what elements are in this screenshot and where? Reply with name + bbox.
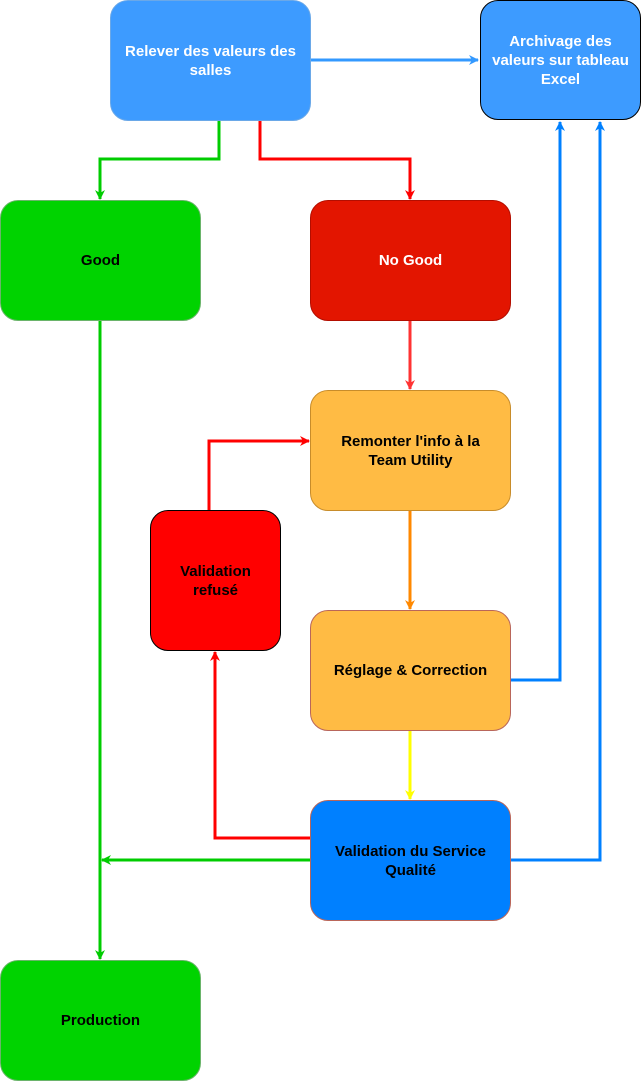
node-relever-valeurs[interactable]: Relever des valeurs des salles (110, 0, 311, 121)
node-label: Relever des valeurs des salles (125, 42, 296, 79)
node-label: Validation du Service Qualité (335, 842, 486, 879)
edge-validation-refuse (210, 651, 310, 840)
node-validation-refuse[interactable]: Validation refusé (150, 510, 281, 651)
node-validation-service-qualite[interactable]: Validation du Service Qualité (310, 800, 511, 921)
node-label: No Good (378, 252, 443, 269)
node-label: Validation refusé (180, 562, 251, 599)
node-remonter-info[interactable]: Remonter l'info à la Team Utility (310, 390, 511, 511)
node-production[interactable]: Production (0, 960, 201, 1081)
node-label: Production (60, 1012, 141, 1029)
edge-reglage-archivage (511, 121, 565, 682)
node-label: Archivage des valeurs sur tableau Excel (492, 32, 629, 88)
edge-relever-good (95, 121, 221, 200)
node-reglage-correction[interactable]: Réglage & Correction (310, 610, 511, 731)
node-archivage-excel[interactable]: Archivage des valeurs sur tableau Excel (480, 0, 641, 120)
node-good[interactable]: Good (0, 200, 201, 321)
node-label: Good (80, 252, 121, 269)
edge-relever-nogood (258, 121, 415, 200)
edge-validation-archivage (511, 121, 605, 862)
node-no-good[interactable]: No Good (310, 200, 511, 321)
node-label: Remonter l'info à la Team Utility (341, 432, 480, 469)
edge-refuse-remonter (207, 436, 310, 510)
node-label: Réglage & Correction (333, 662, 488, 679)
